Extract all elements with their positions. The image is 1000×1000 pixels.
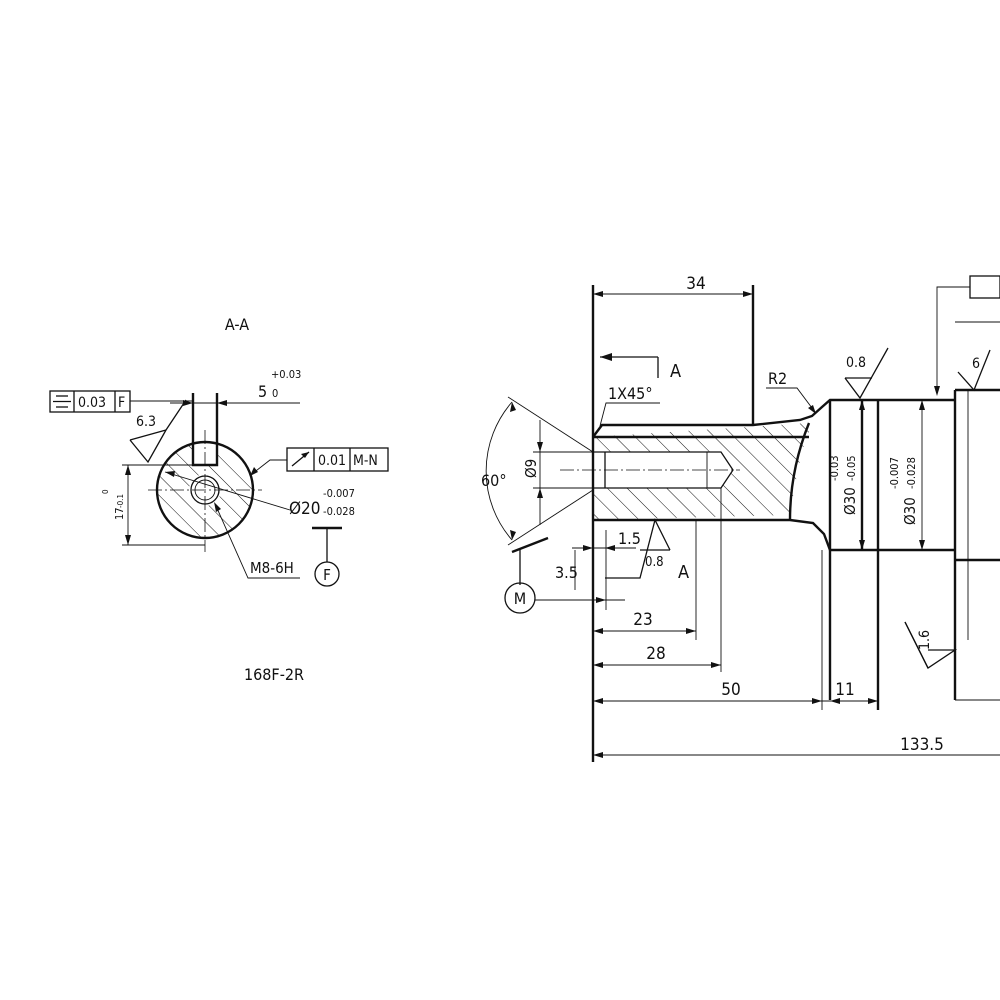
section-view-a-a: A-A 5 +0.03 0	[49, 315, 389, 684]
dia-30-first-value: Ø30	[841, 487, 859, 515]
shaft-outline	[591, 285, 1000, 762]
roughness-symbol-shoulder: 0.8	[844, 347, 889, 400]
angle-60-value: 60°	[481, 471, 507, 490]
runout-value: 0.01	[318, 453, 346, 469]
dim-23: 23	[593, 520, 697, 640]
dim-11-value: 11	[835, 680, 854, 700]
roughness-bearing-value: 1.6	[917, 630, 933, 650]
thread-label: M8-6H	[250, 559, 294, 577]
roughness-shoulder-value: 0.8	[846, 355, 866, 371]
dim-3-5-value: 3.5	[555, 563, 578, 582]
runout-datum: M-N	[353, 453, 378, 469]
section-title: A-A	[225, 315, 249, 334]
symmetry-datum: F	[118, 395, 125, 411]
dim-133-5-value: 133.5	[900, 735, 944, 755]
roughness-6-3-value: 6.3	[136, 414, 156, 430]
datum-f: F	[312, 526, 342, 587]
diameter-value: Ø20	[289, 499, 321, 519]
depth-value: 17	[113, 507, 126, 520]
dia-30-first: Ø30 -0.03 -0.05	[828, 400, 865, 550]
dia-30-second: Ø30 -0.007 -0.028	[888, 400, 925, 550]
center-dia-9-value: Ø9	[522, 459, 540, 478]
partial-right-tag: 6	[972, 356, 980, 372]
diameter-tol-upper: -0.007	[323, 487, 355, 500]
dim-133-5: 133.5	[593, 735, 1000, 758]
thread-leader: M8-6H	[214, 502, 300, 579]
section-marker-a-label: A	[670, 361, 681, 382]
datum-f-label: F	[323, 566, 331, 584]
depth-tol-upper: 0	[101, 489, 110, 494]
roughness-symbol-center: 0.8 A	[605, 518, 689, 583]
keyway-tol-lower: 0	[272, 387, 278, 400]
symmetry-icon	[53, 395, 71, 408]
datum-m: M	[504, 536, 549, 614]
dim-34: 34	[593, 274, 753, 297]
center-hole	[560, 451, 740, 489]
shaft-view: 34 A 1X45° R2 0.8	[481, 274, 1000, 762]
section-marker-a-lower: A	[678, 562, 689, 583]
chamfer-label: 1X45°	[608, 384, 653, 403]
dia-30-second-tol-upper: -0.007	[888, 457, 901, 489]
roughness-symbol-bearing: 1.6	[904, 621, 958, 669]
roughness-center-value: 0.8	[645, 555, 664, 570]
center-dia-9: Ø9	[522, 420, 593, 525]
roughness-symbol-6-3: 6.3	[129, 399, 187, 464]
dim-28: 28	[593, 488, 722, 672]
model-label: 168F-2R	[244, 665, 304, 684]
depth-tol-lower: -0.1	[116, 494, 125, 508]
datum-m-label: M	[514, 589, 526, 608]
dim-34-value: 34	[686, 274, 705, 294]
diameter-dim: Ø20 -0.007 -0.028	[164, 471, 355, 519]
dim-3-5: 3.5	[555, 530, 607, 610]
fillet-label: R2	[768, 369, 787, 388]
keyway-tol-upper: +0.03	[271, 368, 301, 381]
dia-30-second-tol-lower: -0.028	[905, 457, 918, 489]
dim-1-5: 1.5	[572, 529, 641, 551]
keyway-width-dim: 5 +0.03 0	[170, 368, 301, 406]
section-marker-a: A	[600, 353, 681, 382]
symmetry-value: 0.03	[78, 395, 106, 411]
dim-50: 50 11	[593, 550, 878, 710]
dim-28-value: 28	[646, 644, 665, 664]
dia-30-first-tol-lower: -0.05	[845, 455, 858, 481]
datum-m-leader	[535, 597, 625, 603]
fillet-note: R2	[766, 369, 816, 414]
diameter-tol-lower: -0.028	[323, 505, 355, 518]
runout-arrow-icon	[291, 451, 310, 467]
dim-1-5-value: 1.5	[618, 529, 641, 548]
symmetry-tolerance-frame: 0.03 F	[49, 390, 193, 413]
angle-60-dim: 60°	[481, 396, 594, 546]
chamfer-note: 1X45°	[599, 384, 660, 427]
depth-dim: 17 -0.1 0	[101, 464, 205, 546]
runout-tolerance-frame: 0.01 M-N	[250, 447, 389, 476]
dim-50-value: 50	[721, 680, 740, 700]
partial-right-annotations: 6	[934, 275, 1000, 701]
dia-30-first-tol-upper: -0.03	[828, 455, 841, 481]
dim-23-value: 23	[633, 610, 652, 630]
dia-30-second-value: Ø30	[901, 497, 919, 525]
keyway-width-value: 5	[258, 382, 267, 401]
